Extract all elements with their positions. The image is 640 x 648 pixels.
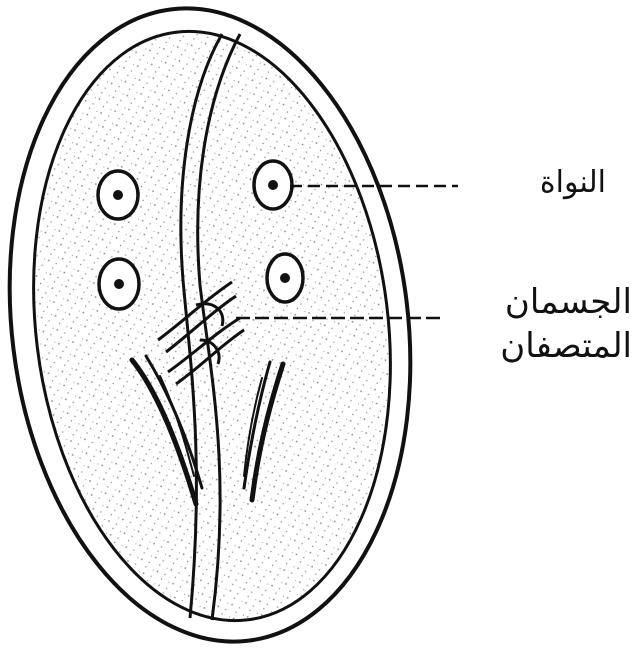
label-two-halves-line2: المتصفان (500, 324, 632, 368)
label-two-halves: الجسمان المتصفان (500, 280, 632, 368)
label-two-halves-line1: الجسمان (500, 280, 632, 324)
nucleus-bottom-right (267, 254, 303, 302)
nucleus-top-left (98, 171, 138, 219)
nucleus-bottom-left (99, 259, 139, 309)
nucleus-top-right (254, 161, 292, 209)
label-nucleus: النواة (540, 165, 606, 200)
